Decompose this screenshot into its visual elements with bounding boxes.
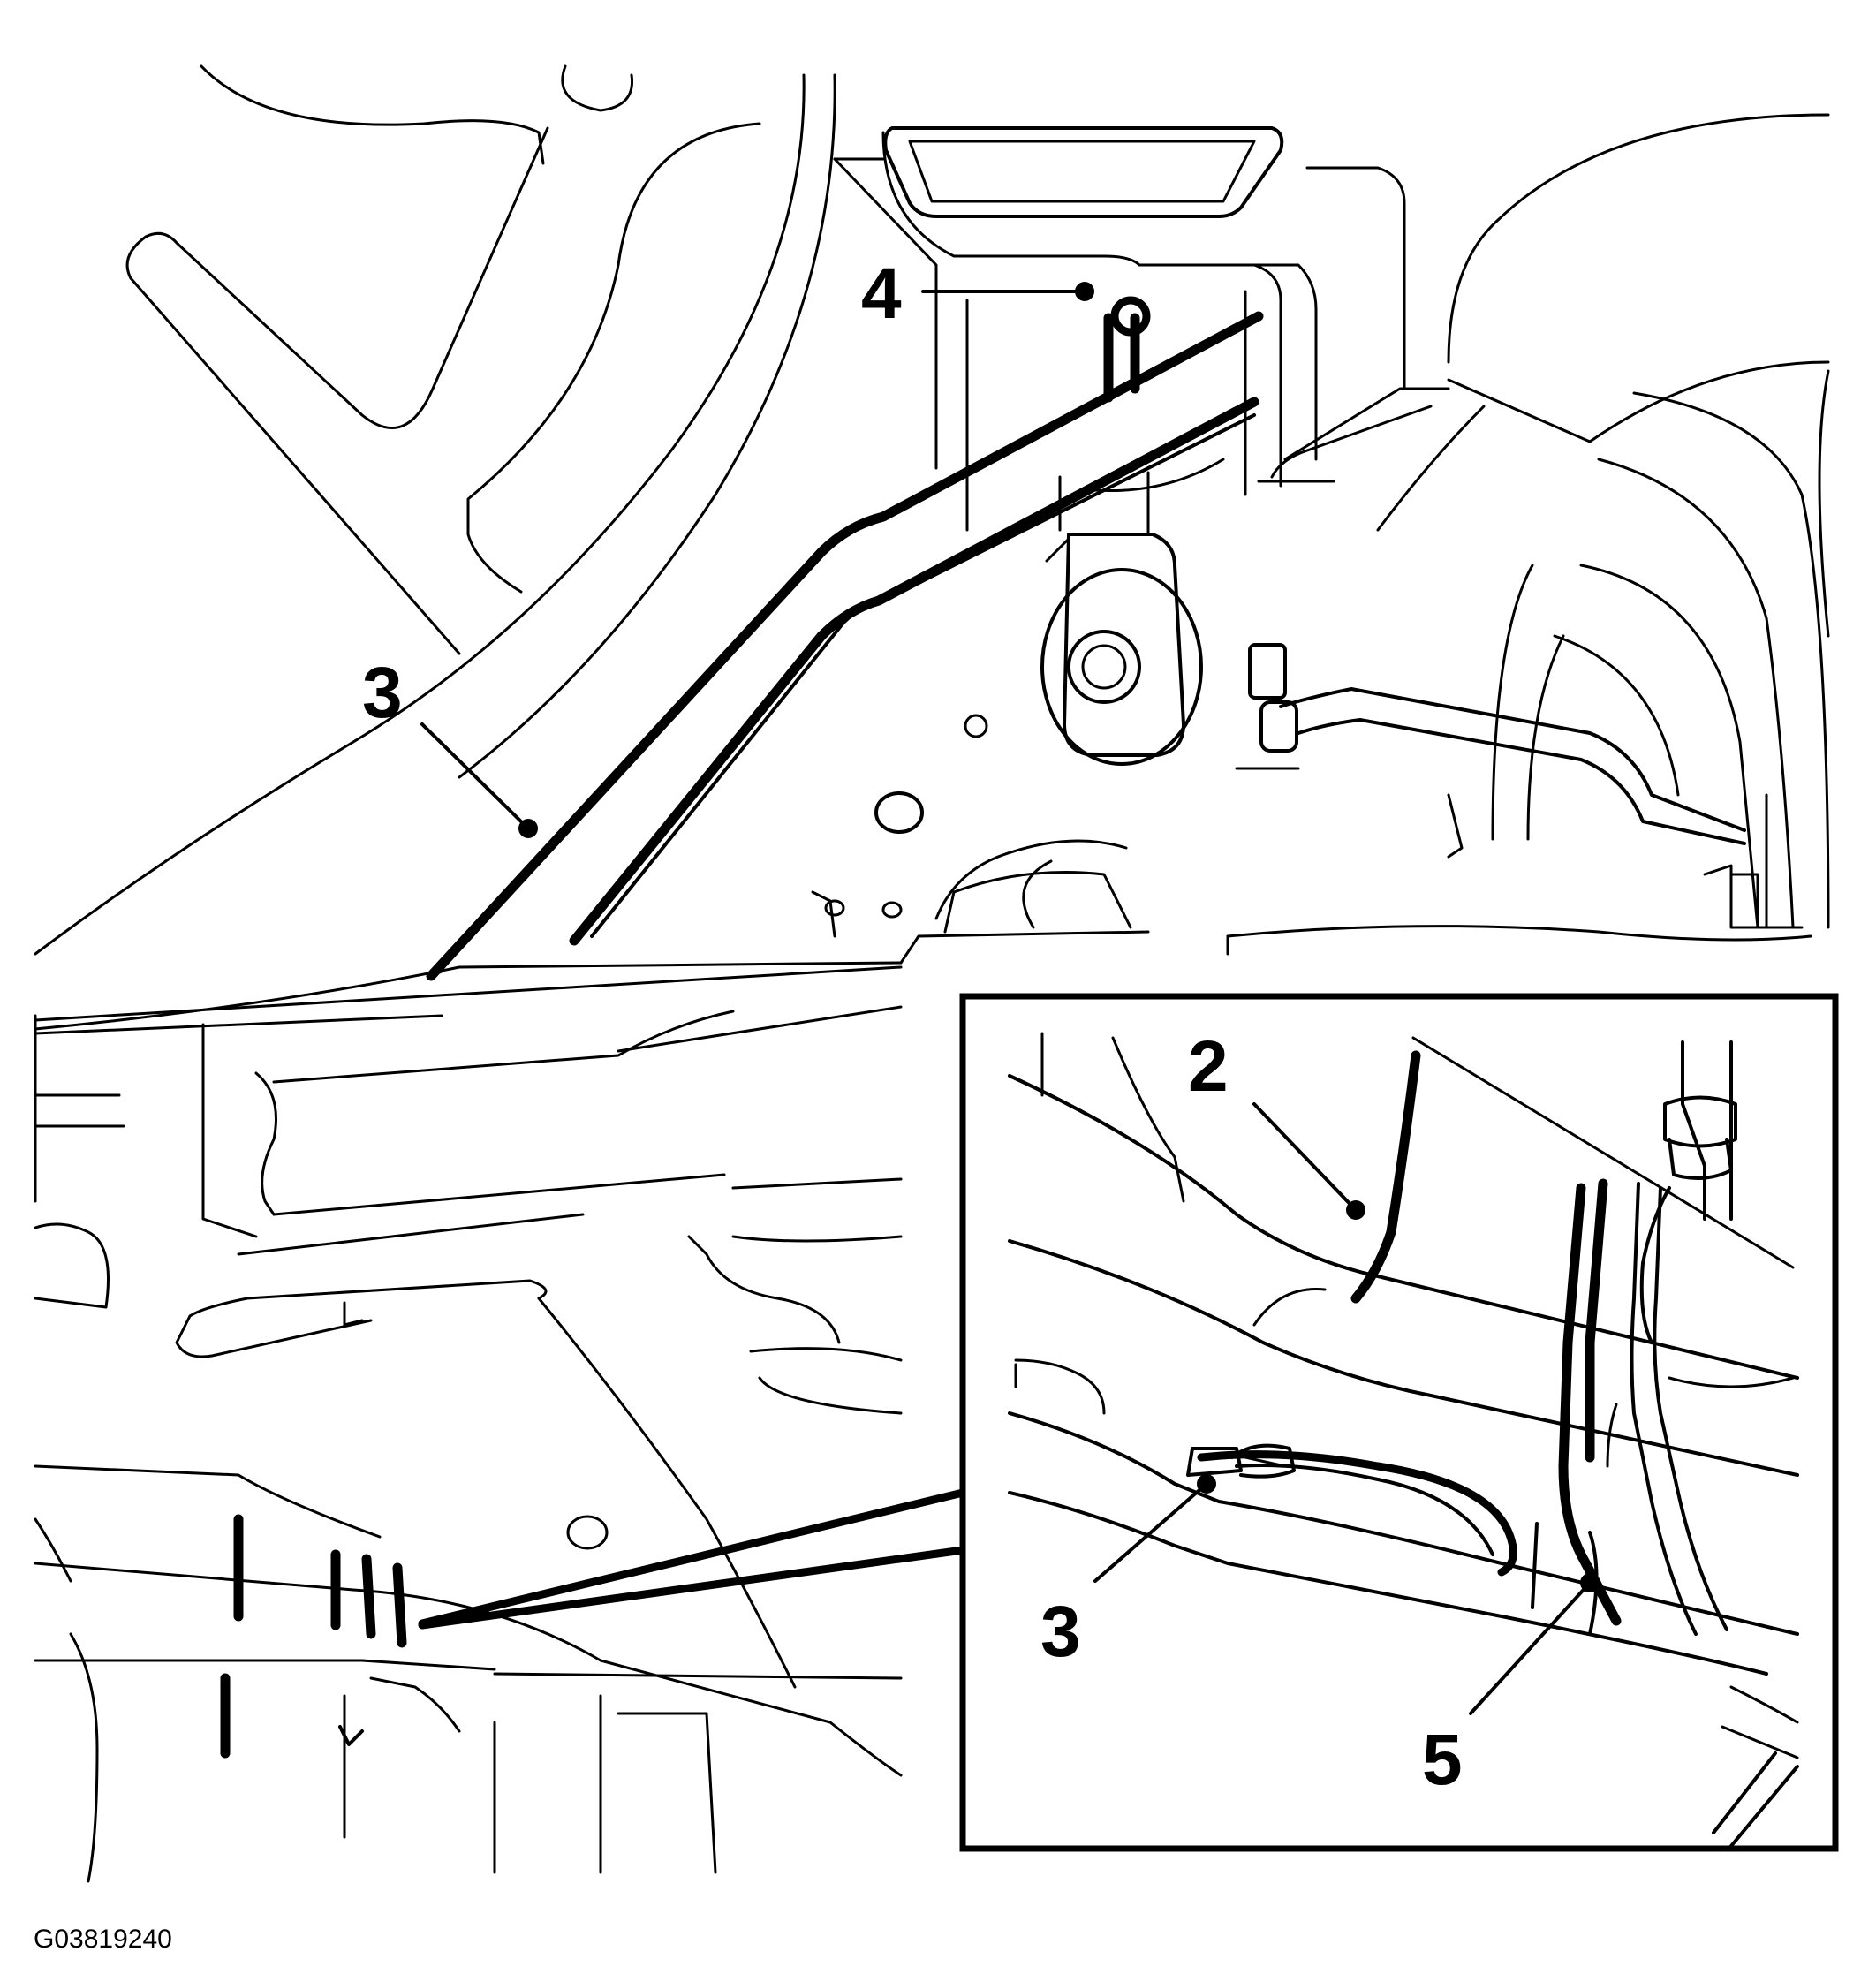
- brake-hose-right: [1235, 643, 1746, 845]
- inset-zoom-lines: [418, 1488, 967, 1630]
- callout-4-main: 4: [861, 253, 1094, 334]
- detail-inset: 2 3 5: [959, 993, 1839, 1852]
- brake-line-item-3: [426, 311, 1264, 981]
- main-view: 3 4: [34, 64, 1830, 1883]
- callout-3-main-label: 3: [362, 653, 403, 733]
- body-panel-outlines: [34, 64, 836, 956]
- figure-id: G03819240: [34, 1925, 172, 1954]
- callout-2-inset-label: 2: [1188, 1026, 1229, 1107]
- lower-mount-with-bolt: [874, 471, 1203, 834]
- inset-drawing: [1008, 1032, 1799, 1848]
- callout-2-inset: 2: [1188, 1026, 1365, 1220]
- strut-tower: [833, 126, 1406, 532]
- callout-3-inset-label: 3: [1040, 1592, 1081, 1672]
- callout-4-main-label: 4: [861, 253, 902, 334]
- callout-3-inset: 3: [1040, 1474, 1216, 1672]
- lower-frame-rails: [34, 839, 1812, 1883]
- callout-3-main: 3: [362, 653, 538, 838]
- wheel-well-arcs: [1270, 113, 1830, 929]
- callout-5-inset: 5: [1422, 1573, 1600, 1800]
- callout-5-inset-label: 5: [1422, 1720, 1463, 1800]
- inset-frame: [959, 993, 1839, 1852]
